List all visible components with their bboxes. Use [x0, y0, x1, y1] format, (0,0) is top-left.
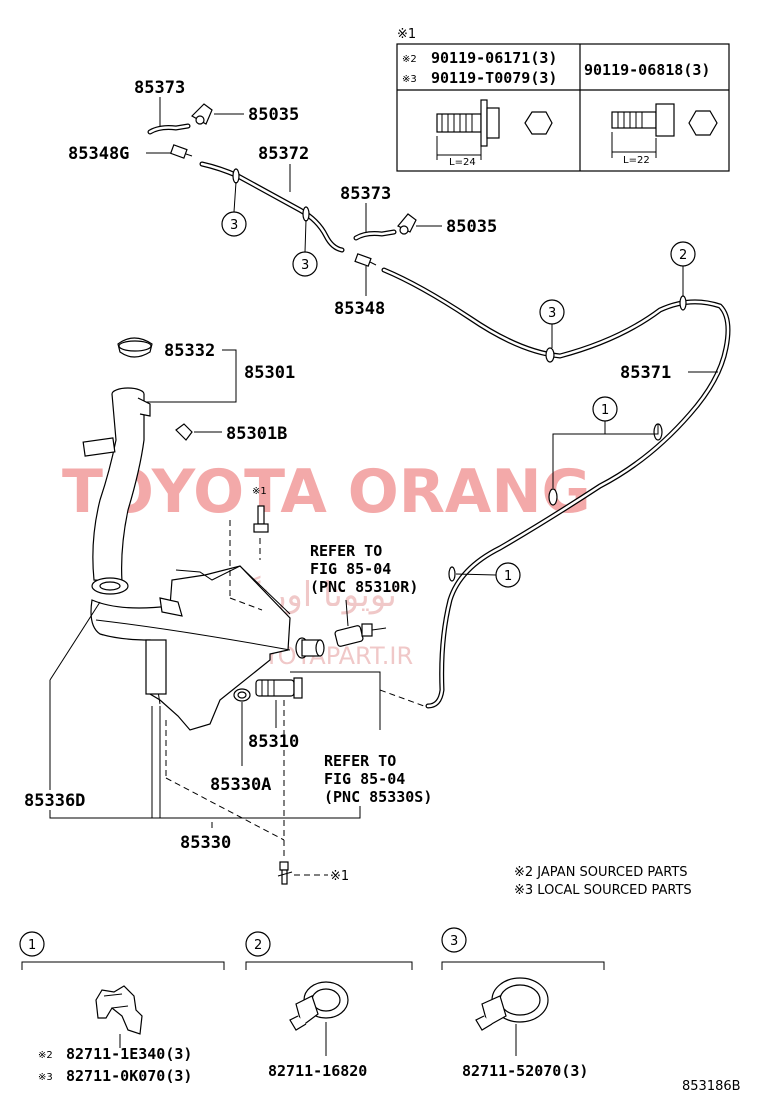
clip-callout-3: 3 — [539, 299, 565, 325]
clip-detail-2: 2 82711-16820 — [245, 931, 413, 1080]
svg-text:3: 3 — [548, 306, 556, 321]
clip-icon — [95, 985, 143, 1035]
drawing-id: 853186B — [682, 1079, 741, 1094]
grommet-icon — [233, 688, 251, 702]
bolt-icon — [253, 505, 269, 533]
clip1-pn-local: 82711-0K070(3) — [66, 1067, 192, 1085]
grommet-icon — [175, 423, 193, 441]
bolt-table-title: ※1 — [397, 27, 416, 42]
clip-callout-3: 3 — [221, 211, 247, 237]
callout-85330A: 85330A — [210, 775, 271, 795]
svg-text:3: 3 — [230, 218, 238, 233]
callout-85301B: 85301B — [226, 424, 287, 444]
refer-line2: FIG 85-04 — [324, 770, 405, 788]
clip-callout-1: 1 — [495, 562, 521, 588]
clip-callout-3: 3 — [292, 251, 318, 277]
refer-line3: (PNC 85310R) — [310, 578, 418, 596]
callout-85310: 85310 — [248, 732, 299, 752]
hex-head-icon — [524, 111, 553, 135]
clip-icon — [289, 981, 349, 1031]
right-bolt-length: L=22 — [623, 155, 650, 166]
nozzle-set-left: 85373 85035 85348G 85372 — [68, 78, 345, 253]
legend-japan: ※2 JAPAN SOURCED PARTS — [514, 865, 688, 880]
svg-text:3: 3 — [301, 258, 309, 273]
nozzle-icon — [191, 103, 213, 125]
nozzle-icon — [397, 213, 417, 235]
bolt-row1-mark: ※2 — [402, 54, 417, 65]
hose-85372 — [199, 161, 345, 253]
refer-line1: REFER TO — [324, 752, 396, 770]
bolt-icon — [277, 861, 293, 885]
bolt-right-pn: 90119-06818(3) — [584, 61, 710, 79]
callout-85330: 85330 — [180, 833, 231, 853]
clip-detail-3: 3 82711-52070(3) — [441, 927, 605, 1080]
callout-85348G: 85348G — [68, 144, 129, 164]
refer-line1: REFER TO — [310, 542, 382, 560]
svg-text:1: 1 — [601, 403, 609, 418]
callout-85336D: 85336D — [24, 791, 85, 811]
bolt-table: ※1 ※2 90119-06171(3) ※3 90119-T0079(3) 9… — [396, 27, 730, 172]
svg-text:2: 2 — [679, 248, 687, 263]
nozzle-set-right: 85373 85035 85348 — [334, 184, 497, 319]
hex-head-icon — [688, 110, 718, 136]
svg-text:※2: ※2 — [38, 1050, 53, 1061]
callout-85332: 85332 — [164, 341, 215, 361]
callout-85301: 85301 — [244, 363, 295, 383]
callout-85372: 85372 — [258, 144, 309, 164]
refer-line3: (PNC 85330S) — [324, 788, 432, 806]
bolt-mark-bottom: ※1 — [330, 869, 349, 884]
clip-detail-1: 1 ※2 82711-1E340(3) ※3 82711-0K070(3) — [19, 931, 225, 1085]
clip-icon — [475, 977, 549, 1031]
bolt-row2-pn: 90119-T0079(3) — [431, 69, 557, 87]
washer-pump-icon — [295, 637, 325, 659]
callout-85035-top: 85035 — [248, 105, 299, 125]
watermark: TOYOTA ORANG تویوتا اورنگ TOYOTAPART.IR — [62, 457, 591, 670]
callout-85373-mid: 85373 — [340, 184, 391, 204]
bolt-row2-mark: ※3 — [402, 74, 417, 85]
callout-85371: 85371 — [620, 363, 671, 383]
bolt-icon: L=22 — [611, 103, 675, 166]
left-bolt-length: L=24 — [449, 157, 476, 168]
clip-callout-2: 2 — [670, 241, 696, 267]
callout-85373-top: 85373 — [134, 78, 185, 98]
bolt-row1-pn: 90119-06171(3) — [431, 49, 557, 67]
clip1-pn-japan: 82711-1E340(3) — [66, 1045, 192, 1063]
svg-text:2: 2 — [254, 938, 262, 953]
refer-line2: FIG 85-04 — [310, 560, 391, 578]
hose-85371 — [381, 267, 731, 709]
clip2-pn: 82711-16820 — [268, 1062, 367, 1080]
svg-text:※3: ※3 — [38, 1072, 53, 1083]
level-sensor-icon — [334, 623, 387, 647]
watermark-main: TOYOTA ORANG — [62, 457, 591, 527]
clip3-pn: 82711-52070(3) — [462, 1062, 588, 1080]
washer-tank-icon — [90, 565, 291, 731]
clip-callout-1: 1 — [592, 396, 618, 422]
bolt-mark-top: ※1 — [252, 486, 267, 497]
svg-text:3: 3 — [450, 934, 458, 949]
flange-bolt-icon: L=24 — [436, 99, 500, 168]
filler-cap-icon — [117, 337, 153, 358]
callout-85348: 85348 — [334, 299, 385, 319]
callout-85035-mid: 85035 — [446, 217, 497, 237]
svg-text:1: 1 — [504, 569, 512, 584]
check-valve-icon — [354, 253, 377, 267]
legend-local: ※3 LOCAL SOURCED PARTS — [514, 883, 692, 898]
svg-text:1: 1 — [28, 938, 36, 953]
check-valve-icon — [169, 144, 193, 159]
bolt-table-frame — [396, 43, 730, 172]
washer-motor-icon — [255, 677, 303, 699]
